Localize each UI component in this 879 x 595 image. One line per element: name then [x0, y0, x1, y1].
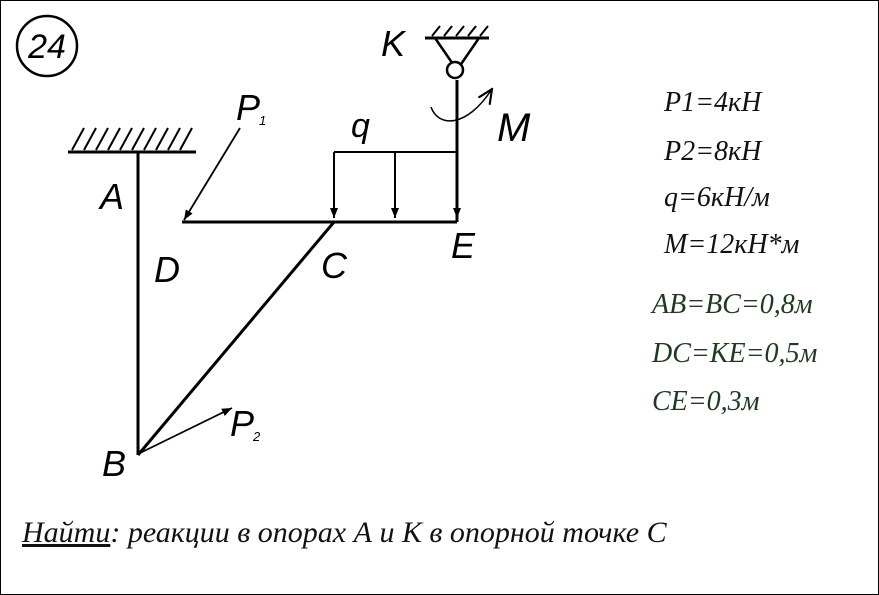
param-p1: P1=4кН: [663, 87, 763, 118]
param-ce: CE=0,3м: [652, 386, 760, 417]
label-q: q: [351, 107, 370, 145]
label-b: B: [102, 443, 126, 484]
force-p1-arrow: [183, 127, 241, 221]
support-k-pin: [425, 25, 489, 80]
label-e: E: [451, 225, 476, 266]
task-find-label: Найти: [22, 516, 111, 549]
param-dc-ke: DC=KE=0,5м: [651, 338, 817, 369]
moment-m-arrow: [430, 89, 492, 122]
task-text: : реакции в опорах А и К в опорной точке…: [110, 516, 667, 549]
problem-number: 24: [27, 28, 66, 66]
label-p1-subscript: 1: [259, 113, 266, 128]
param-m: M=12кН*м: [663, 229, 800, 260]
support-a-hatch: [68, 127, 196, 154]
distributed-load-q: [330, 151, 461, 218]
problem-number-badge: 24: [15, 14, 79, 78]
force-p2-arrow: [139, 407, 233, 454]
label-a: A: [98, 176, 124, 217]
label-d: D: [154, 249, 180, 290]
task-statement: Найти: реакции в опорах А и К в опорной …: [22, 516, 667, 550]
label-k: K: [381, 23, 407, 64]
param-q: q=6кН/м: [664, 182, 770, 213]
param-p2: P2=8кН: [663, 136, 763, 167]
rod-bc: [136, 221, 336, 456]
label-p1: P: [236, 87, 260, 128]
label-p2: P: [230, 403, 254, 444]
label-m: M: [497, 106, 531, 150]
label-c: C: [321, 245, 348, 286]
label-p2-subscript: 2: [252, 429, 261, 444]
param-ab-bc: AB=BC=0,8м: [650, 289, 813, 320]
